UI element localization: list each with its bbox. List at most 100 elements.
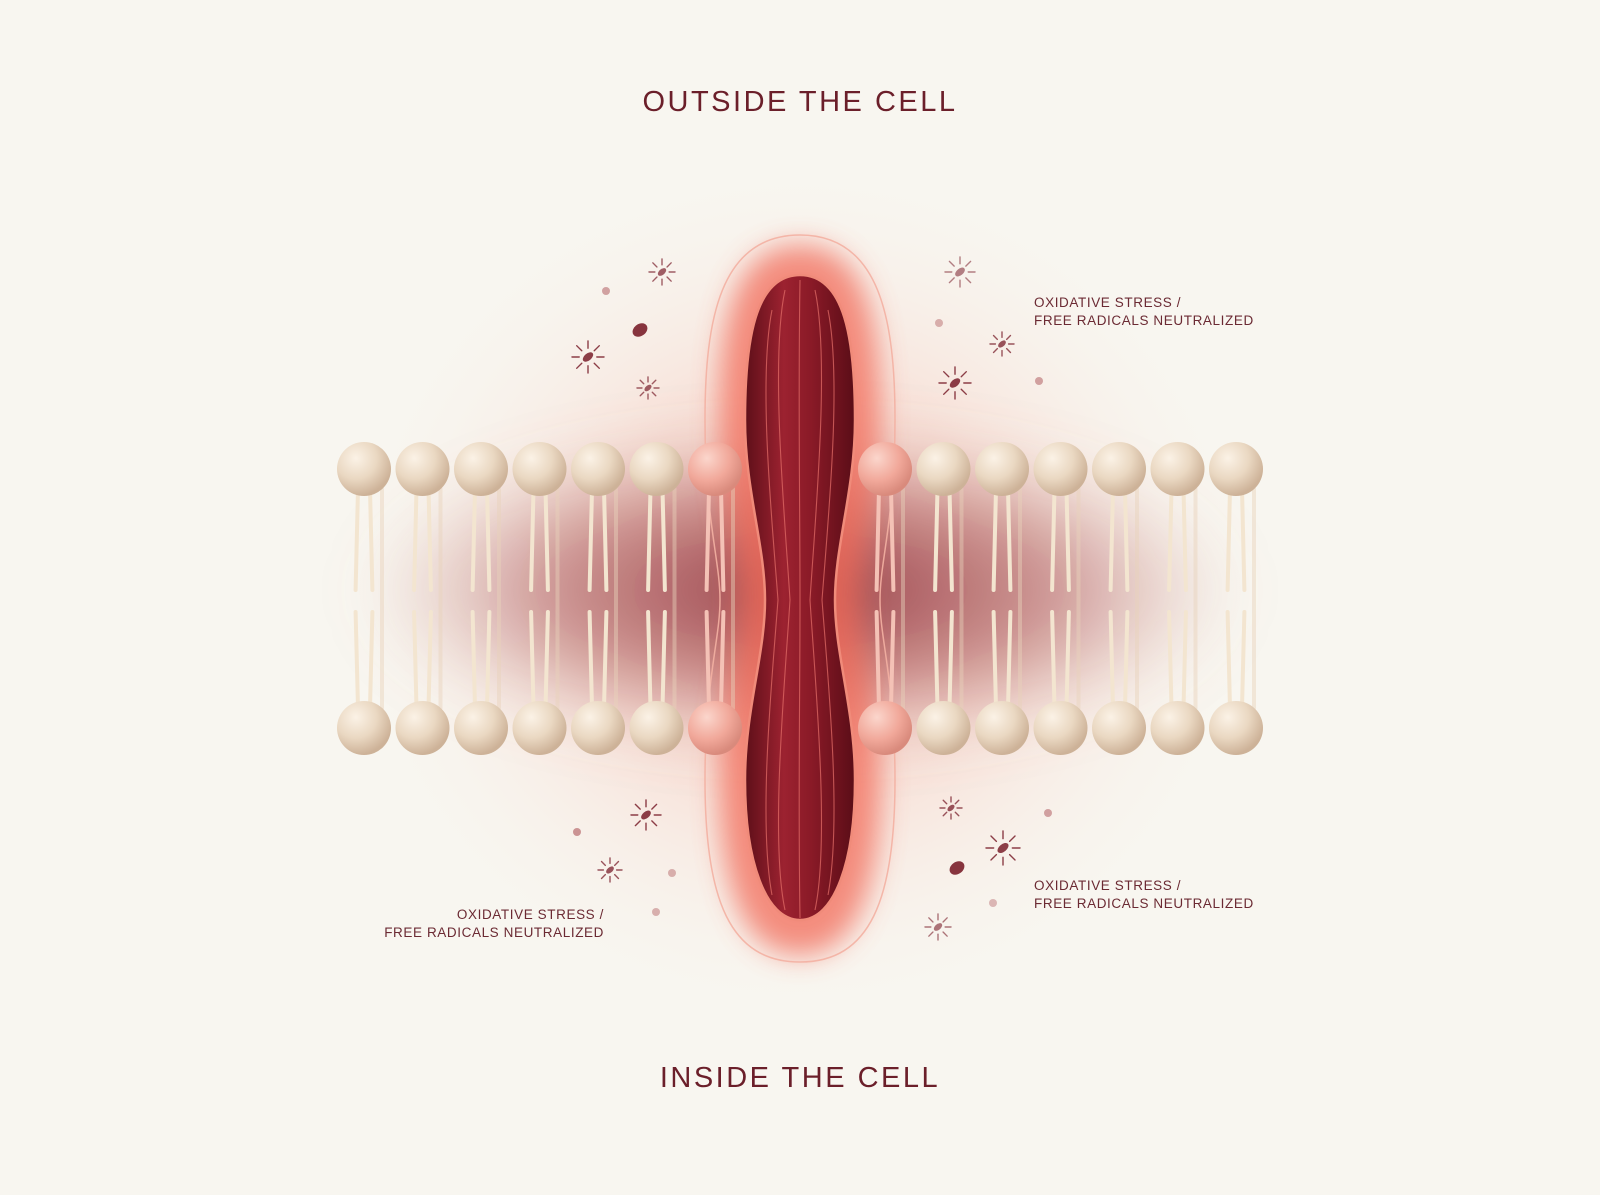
lipid-tail [660, 610, 667, 710]
callout-line: FREE RADICALS NEUTRALIZED [1034, 313, 1254, 328]
radical-ray [942, 370, 950, 378]
lipid-tail [1123, 487, 1130, 592]
radical-dot [935, 319, 943, 327]
radical-ray [965, 277, 972, 284]
lipid-tail [646, 610, 653, 710]
lipid-head [395, 701, 450, 755]
radical-dot [652, 908, 660, 916]
lipid-tail [704, 610, 711, 710]
radical-icon [636, 376, 660, 400]
radical-ray [639, 379, 645, 385]
radical-ray [1005, 347, 1012, 354]
lipid-head [1209, 701, 1263, 755]
lipid-head [975, 701, 1029, 755]
lipid-tail [1225, 610, 1232, 710]
radical-ray [965, 260, 972, 267]
lipid-tail [889, 610, 896, 710]
lipid-tail [1181, 487, 1188, 592]
radical-ray [942, 931, 948, 937]
radical-icon [989, 331, 1015, 357]
lipid-head [1092, 442, 1146, 496]
radical-core [644, 384, 652, 392]
radical-ray [1005, 334, 1012, 341]
radical-dot [573, 828, 581, 836]
lipid-head [395, 442, 450, 496]
lipid-tail [353, 610, 360, 710]
lipid-tail [1108, 610, 1115, 710]
lipid-tail [426, 610, 433, 710]
lipid-head [629, 442, 684, 496]
outside-cell-label: OUTSIDE THE CELL [642, 86, 958, 118]
lipid-tail [412, 610, 419, 710]
radical-ray [992, 334, 999, 341]
radical-dot [1035, 377, 1043, 385]
lipid-tail [1108, 487, 1115, 592]
lipid-head [858, 701, 912, 755]
lipid-tail [991, 487, 998, 592]
lipid-head [454, 701, 508, 755]
radical-icon [648, 258, 676, 286]
lipid-bilayer [337, 442, 1263, 755]
radical-core [657, 268, 667, 276]
radical-ray [634, 803, 641, 810]
lipid-head [1033, 442, 1088, 496]
lipid-tail [874, 610, 881, 710]
lipid-head [688, 701, 742, 755]
radical-ray [651, 820, 658, 827]
lipid-tail [543, 487, 550, 592]
radical-core [997, 842, 1009, 854]
lipid-head [916, 442, 971, 496]
lipid-head [1033, 701, 1088, 755]
callout-line: OXIDATIVE STRESS / [1034, 878, 1182, 893]
lipid-tail [1240, 487, 1247, 592]
radical-core [606, 866, 614, 874]
radical-dot [668, 869, 676, 877]
lipid-tail [646, 487, 653, 592]
radical-core [933, 923, 943, 931]
radical-ray [600, 860, 607, 867]
callout-line: OXIDATIVE STRESS / [1034, 295, 1182, 310]
radical-icon [938, 366, 972, 400]
lipid-head [1092, 701, 1146, 755]
radical-ray [992, 347, 999, 354]
lipid-head [337, 701, 391, 755]
lipid-tail [543, 610, 550, 710]
lipid-tail [529, 487, 536, 592]
radical-ray [651, 391, 657, 397]
radical-dot [602, 287, 610, 295]
radical-particle [949, 861, 965, 875]
radical-ray [593, 344, 601, 352]
radical-ray [613, 873, 620, 880]
radical-ray [942, 388, 950, 396]
radical-core [998, 340, 1006, 348]
radical-ray [651, 803, 658, 810]
free-radicals [571, 256, 1052, 941]
lipid-tail [412, 487, 419, 592]
lipid-tail [660, 487, 667, 592]
radical-icon [924, 913, 952, 941]
lipid-head [688, 442, 742, 496]
radical-ray [593, 362, 601, 370]
lipid-tail [1050, 487, 1057, 592]
radical-ray [666, 276, 672, 282]
radical-ray [942, 811, 948, 817]
lipid-tail [587, 610, 594, 710]
lipid-tail [933, 487, 940, 592]
lipid-tail [933, 610, 940, 710]
radical-ray [1008, 853, 1016, 861]
radical-core [582, 352, 594, 362]
radical-ray [942, 799, 948, 805]
lipid-tail [1123, 610, 1130, 710]
lipid-tail [874, 487, 881, 592]
lipid-tail [889, 487, 896, 592]
lipid-head [454, 442, 508, 496]
radical-ray [651, 379, 657, 385]
radical-ray [942, 917, 948, 923]
radical-core [949, 378, 961, 388]
radical-icon [571, 340, 605, 374]
radical-ray [948, 260, 955, 267]
lipid-tail [1064, 610, 1071, 710]
lipid-tail [704, 487, 711, 592]
lipid-tail [991, 610, 998, 710]
